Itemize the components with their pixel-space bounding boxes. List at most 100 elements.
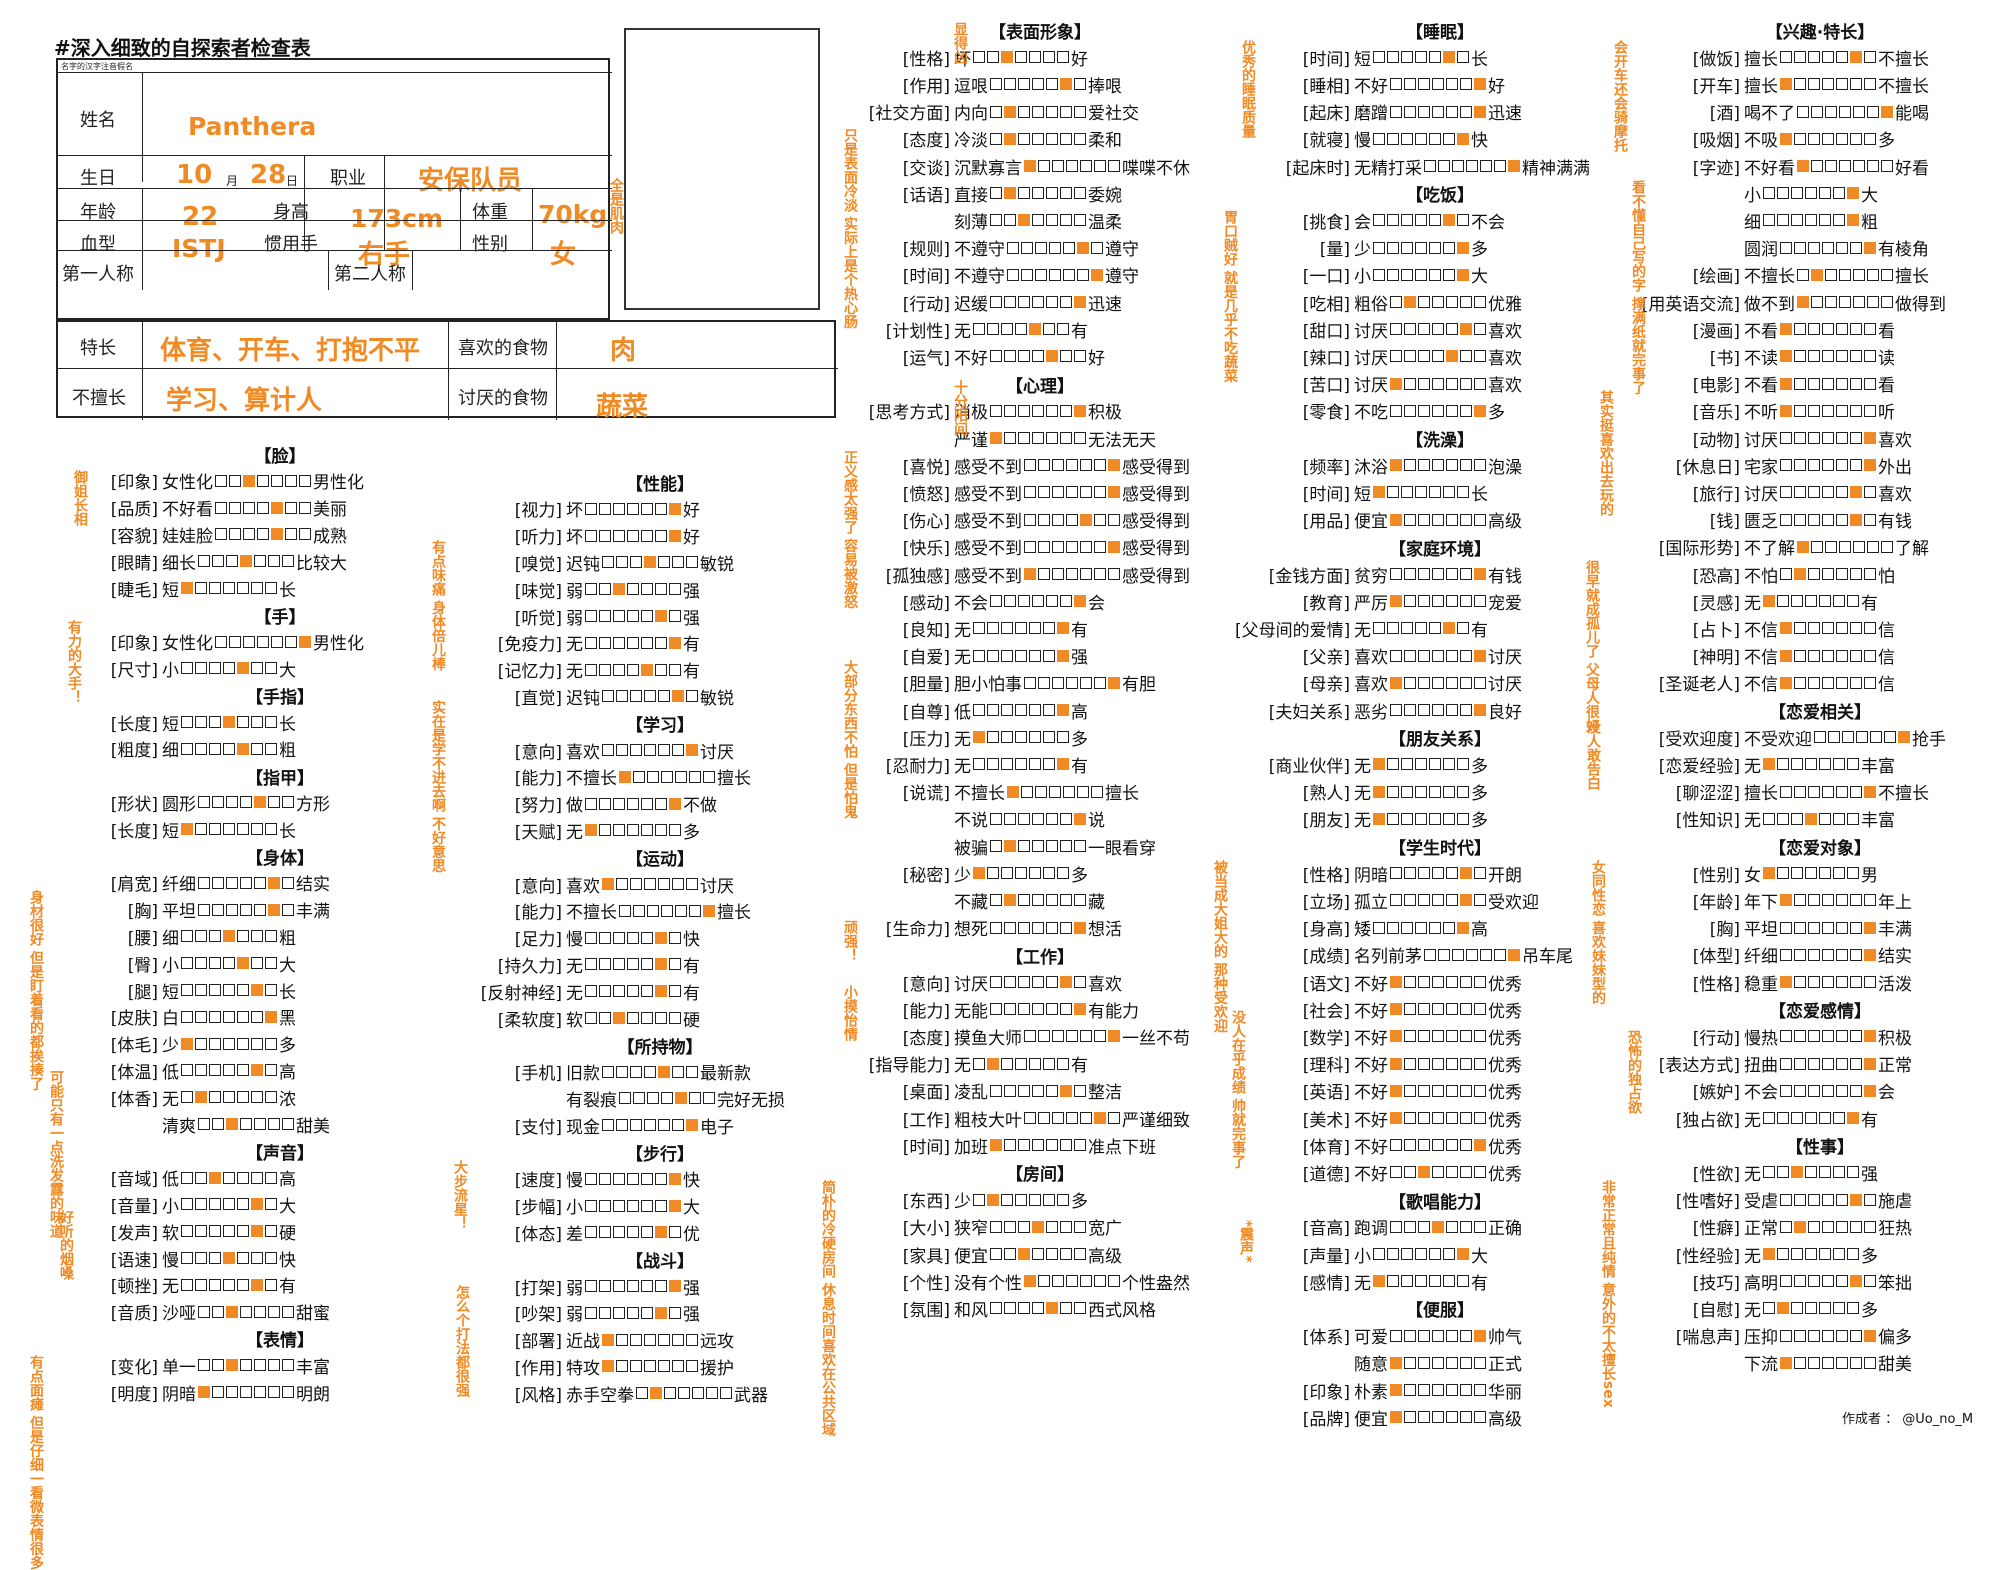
rating-box[interactable] [1018, 432, 1030, 444]
rating-box[interactable] [1018, 1003, 1030, 1016]
rating-box[interactable] [1780, 921, 1792, 934]
rating-box[interactable] [1805, 1302, 1817, 1315]
rating-box[interactable] [1446, 1220, 1458, 1233]
rating-box[interactable] [1029, 704, 1041, 716]
rating-box[interactable] [251, 930, 263, 943]
rating-box[interactable] [1850, 323, 1862, 336]
rating-box[interactable] [585, 529, 597, 542]
rating-box[interactable] [1387, 486, 1399, 499]
rating-box[interactable] [616, 1360, 628, 1373]
gender-value[interactable]: 女 [550, 240, 577, 270]
rating-box[interactable] [237, 1252, 249, 1264]
rating-box[interactable] [1819, 812, 1831, 825]
rating-box[interactable] [1046, 595, 1058, 608]
rating-box[interactable] [1822, 350, 1834, 363]
rating-box[interactable] [1029, 758, 1041, 771]
rating-box-filled[interactable] [1024, 568, 1036, 580]
rating-box[interactable] [1794, 51, 1806, 64]
rating-box[interactable] [1864, 486, 1876, 499]
rating-box[interactable] [1446, 1411, 1458, 1424]
rating-box[interactable] [212, 555, 224, 568]
rating-box-filled[interactable] [1864, 459, 1876, 472]
rating-box[interactable] [613, 529, 625, 542]
rating-box[interactable] [1021, 241, 1033, 254]
rating-box[interactable] [599, 1226, 611, 1239]
hand-value[interactable]: 右手 [358, 240, 411, 270]
rating-box[interactable] [1794, 1275, 1806, 1288]
rating-box[interactable] [1836, 486, 1848, 499]
rating-box[interactable] [1074, 894, 1086, 907]
rating-box[interactable] [1094, 540, 1106, 553]
rating-box[interactable] [223, 1064, 235, 1077]
rating-box[interactable] [223, 1198, 235, 1211]
rating-box[interactable] [282, 1118, 294, 1130]
rating-box[interactable] [990, 595, 1002, 608]
rating-box-filled[interactable] [1390, 1057, 1402, 1070]
rating-box[interactable] [990, 1220, 1002, 1233]
rating-box[interactable] [1460, 1084, 1472, 1097]
rating-box[interactable] [1839, 540, 1851, 553]
rating-box[interactable] [1833, 758, 1845, 771]
rating-box[interactable] [1850, 350, 1862, 363]
rating-box[interactable] [1460, 404, 1472, 417]
rating-box[interactable] [1043, 867, 1055, 880]
rating-box-filled[interactable] [1864, 948, 1876, 961]
rating-box[interactable] [616, 1065, 628, 1078]
rating-box[interactable] [1404, 1003, 1416, 1016]
rating-box-filled[interactable] [195, 1091, 207, 1104]
rating-box[interactable] [990, 840, 1002, 852]
rating-box[interactable] [1038, 1112, 1050, 1124]
rating-box[interactable] [1836, 350, 1848, 363]
rating-box[interactable] [1046, 187, 1058, 200]
rating-box[interactable] [627, 797, 639, 810]
rating-box[interactable] [265, 1037, 277, 1050]
rating-box[interactable] [1032, 132, 1044, 145]
rating-box[interactable] [686, 1333, 698, 1346]
rating-box[interactable] [1864, 568, 1876, 580]
rating-box-filled[interactable] [1074, 812, 1086, 825]
rating-box[interactable] [240, 1386, 252, 1398]
rating-box[interactable] [1108, 1112, 1120, 1124]
rating-box[interactable] [1825, 268, 1837, 281]
rating-box-filled[interactable] [1373, 486, 1385, 499]
rating-box[interactable] [1373, 622, 1385, 635]
rating-box[interactable] [627, 824, 639, 837]
rating-box[interactable] [1446, 649, 1458, 662]
rating-box[interactable] [1404, 1030, 1416, 1043]
rating-box[interactable] [655, 663, 667, 676]
rating-box[interactable] [1438, 160, 1450, 172]
rating-box[interactable] [630, 1119, 642, 1132]
rating-box[interactable] [1850, 622, 1862, 635]
weight-value[interactable]: 70kg [538, 200, 608, 229]
rating-box[interactable] [223, 823, 235, 836]
rating-box[interactable] [195, 1010, 207, 1023]
rating-box[interactable] [990, 404, 1002, 417]
rating-box[interactable] [223, 662, 235, 675]
rating-box-filled[interactable] [1850, 51, 1862, 64]
rating-box[interactable] [237, 1198, 249, 1211]
rating-box-filled[interactable] [1390, 1084, 1402, 1097]
rating-box[interactable] [1457, 1275, 1469, 1288]
rating-box-filled[interactable] [655, 985, 667, 998]
rating-box[interactable] [655, 1012, 667, 1024]
rating-box[interactable] [1401, 1275, 1413, 1288]
rating-box[interactable] [243, 501, 255, 514]
rating-box[interactable] [1074, 1084, 1086, 1097]
rating-box[interactable] [987, 758, 999, 771]
rating-box[interactable] [1822, 78, 1834, 91]
rating-box[interactable] [1080, 1275, 1092, 1288]
rating-box[interactable] [1373, 51, 1385, 64]
rating-box[interactable] [195, 1198, 207, 1211]
rating-box[interactable] [1373, 1248, 1385, 1260]
rating-box[interactable] [1415, 921, 1427, 934]
rating-box[interactable] [1864, 894, 1876, 907]
rating-box[interactable] [973, 51, 985, 64]
rating-box[interactable] [209, 1010, 221, 1023]
rating-box[interactable] [271, 635, 283, 648]
rating-box-filled[interactable] [1046, 1302, 1058, 1315]
rating-box-filled[interactable] [1446, 350, 1458, 363]
rating-box[interactable] [1836, 459, 1848, 472]
rating-box-filled[interactable] [1780, 649, 1792, 662]
rating-box[interactable] [1018, 296, 1030, 308]
rating-box[interactable] [613, 1280, 625, 1292]
